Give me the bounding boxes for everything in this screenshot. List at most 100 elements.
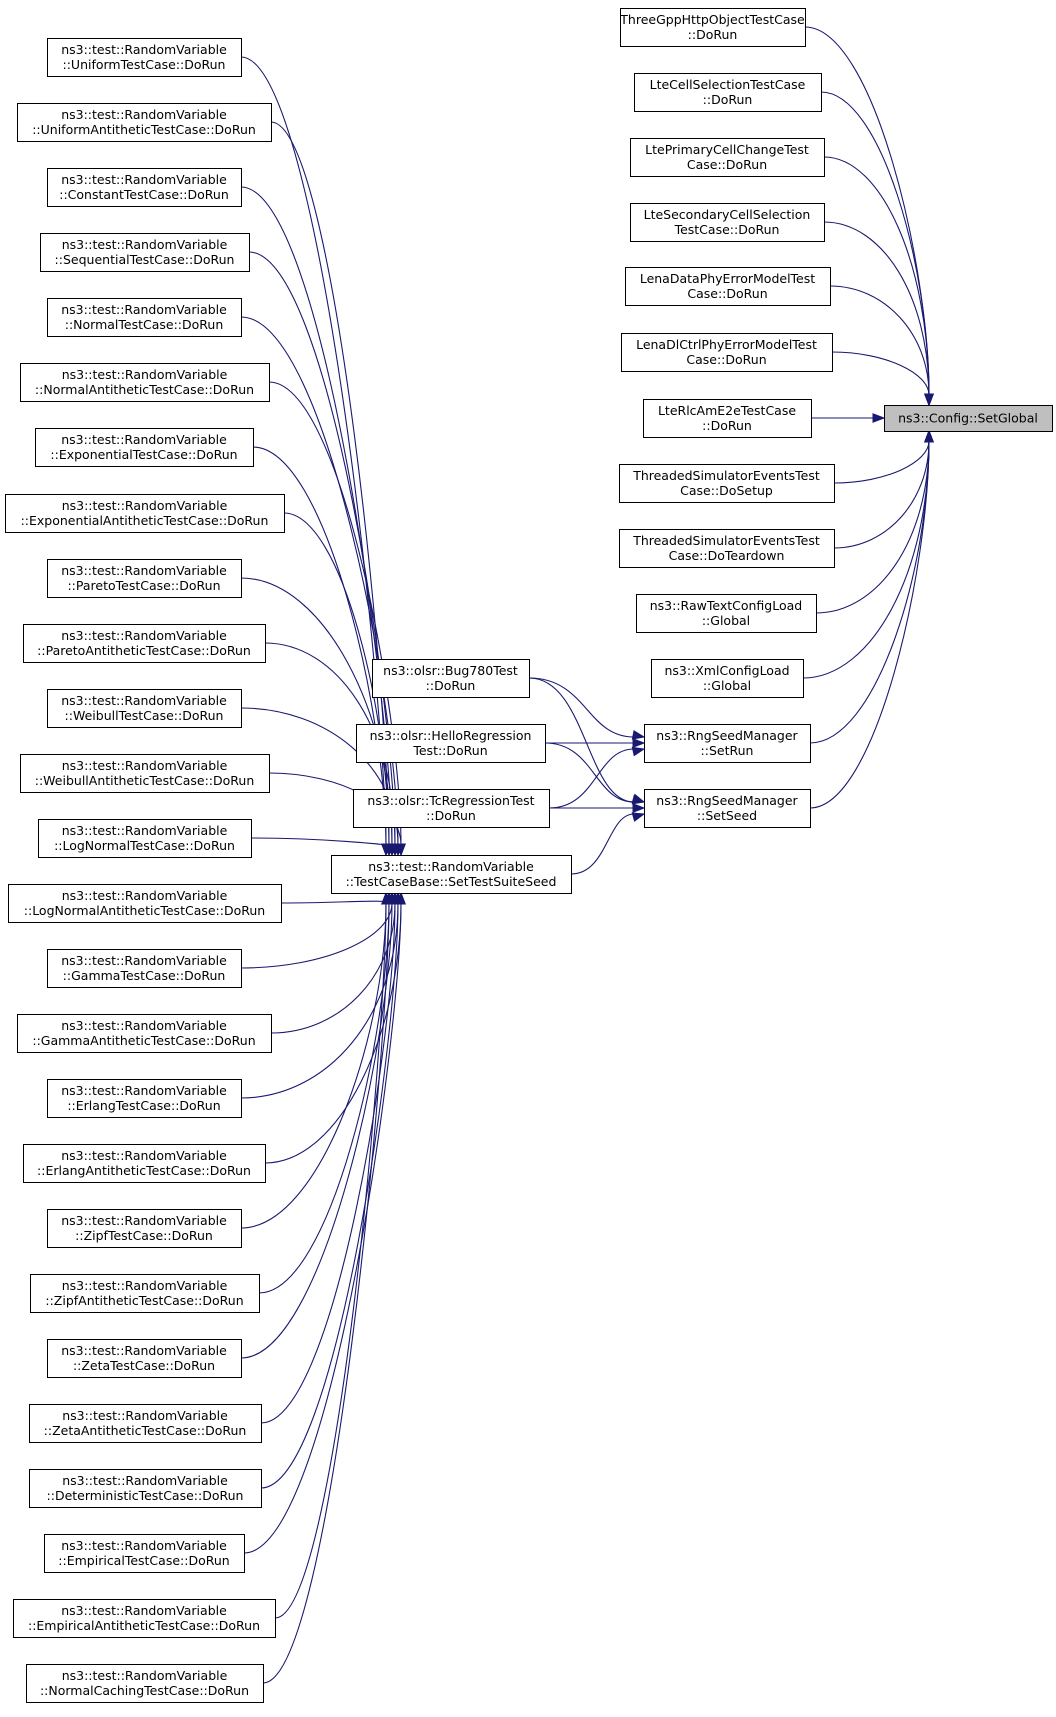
node-label-line: ::LogNormalTestCase::DoRun [54,838,235,853]
node-box [30,1274,260,1313]
edge-line [248,251,396,846]
node-box [644,789,811,828]
node-empiricalanti[interactable]: ns3::test::RandomVariable::EmpiricalAnti… [13,1599,276,1638]
node-gammaanti[interactable]: ns3::test::RandomVariable::GammaAntithet… [17,1014,272,1053]
node-exponential[interactable]: ns3::test::RandomVariable::ExponentialTe… [35,428,254,467]
node-normalcaching[interactable]: ns3::test::RandomVariable::NormalCaching… [26,1664,264,1703]
node-box [47,298,242,337]
node-label-line: ns3::olsr::Bug780Test [383,663,518,678]
edge-arrowhead [631,729,646,740]
node-threadteardown[interactable]: ThreadedSimulatorEventsTestCase::DoTeard… [619,529,835,568]
edge-ltecellsel-to-setglobal [820,91,934,407]
node-box [621,333,833,372]
node-label-line: ns3::test::RandomVariable [62,498,228,513]
edge-lognormalanti-to-suiteseed [280,891,394,905]
node-label-line: ::ExponentialAntitheticTestCase::DoRun [21,513,269,528]
edge-line [243,902,402,1554]
node-label-line: ::SetRun [701,743,754,758]
edge-normalanti-to-suiteseed [268,381,406,857]
node-deterministic[interactable]: ns3::test::RandomVariable::Deterministic… [29,1469,262,1508]
node-gamma[interactable]: ns3::test::RandomVariable::GammaTestCase… [47,949,242,988]
node-empirical[interactable]: ns3::test::RandomVariable::EmpiricalTest… [44,1534,245,1573]
edge-line [240,902,387,1229]
edge-line [280,900,390,904]
node-label-line: ::NormalCachingTestCase::DoRun [40,1683,249,1698]
node-label-line: ns3::test::RandomVariable [61,42,227,57]
node-xmlconfig[interactable]: ns3::XmlConfigLoad::Global [651,659,804,698]
node-tcreg[interactable]: ns3::olsr::TcRegressionTest::DoRun [353,789,550,828]
node-box [625,267,831,306]
node-zeta[interactable]: ns3::test::RandomVariable::ZetaTestCase:… [47,1339,242,1378]
node-box [353,789,550,828]
edge-line [831,351,930,396]
node-box [619,464,835,503]
node-label-line: LteSecondaryCellSelection [644,207,811,222]
node-uniform[interactable]: ns3::test::RandomVariable::UniformTestCa… [47,38,242,77]
node-normalanti[interactable]: ns3::test::RandomVariable::NormalAntithe… [20,363,270,402]
node-label-line: ns3::test::RandomVariable [62,758,228,773]
edge-arrowhead [924,393,934,407]
node-label-line: ::NormalAntitheticTestCase::DoRun [35,382,254,397]
node-exponentialanti[interactable]: ns3::test::RandomVariable::ExponentialAn… [5,494,285,533]
node-label-line: ns3::test::RandomVariable [61,1213,227,1228]
node-erlang[interactable]: ns3::test::RandomVariable::ErlangTestCas… [47,1079,242,1118]
node-label-line: ns3::test::RandomVariable [61,693,227,708]
node-zetaanti[interactable]: ns3::test::RandomVariable::ZetaAntitheti… [29,1404,262,1443]
node-label-line: ThreeGppHttpObjectTestCase [619,12,805,27]
node-label-line: ::EmpiricalAntitheticTestCase::DoRun [28,1618,260,1633]
node-box [630,203,825,242]
node-weibull[interactable]: ns3::test::RandomVariable::WeibullTestCa… [47,689,242,728]
edge-arrowhead [381,843,391,857]
node-ltecellsel[interactable]: LteCellSelectionTestCase::DoRun [634,73,822,112]
node-box [884,405,1053,432]
node-pareto[interactable]: ns3::test::RandomVariable::ParetoTestCas… [47,559,242,598]
node-label-line: ns3::test::RandomVariable [62,1473,228,1488]
edge-arrowhead [396,843,406,857]
edge-line [262,902,390,1684]
edge-arrowhead [872,413,886,423]
node-sequential[interactable]: ns3::test::RandomVariable::SequentialTes… [40,233,250,272]
node-setrun[interactable]: ns3::RngSeedManager::SetRun [644,724,811,763]
node-layer: ns3::Config::SetGlobal ThreeGppHttpObject… [5,8,1053,1703]
node-lognormalanti[interactable]: ns3::test::RandomVariable::LogNormalAnti… [8,884,282,923]
node-lognormal[interactable]: ns3::test::RandomVariable::LogNormalTest… [38,819,252,858]
node-rawtext[interactable]: ns3::RawTextConfigLoad::Global [636,594,817,633]
edge-line [250,837,387,846]
node-label-line: ns3::XmlConfigLoad [664,663,789,678]
node-uniformanti[interactable]: ns3::test::RandomVariable::UniformAntith… [17,103,272,142]
node-zipfanti[interactable]: ns3::test::RandomVariable::ZipfAntitheti… [30,1274,260,1313]
node-constant[interactable]: ns3::test::RandomVariable::ConstantTestC… [47,168,242,207]
node-label-line: ::UniformAntitheticTestCase::DoRun [32,122,256,137]
node-erlanganti[interactable]: ns3::test::RandomVariable::ErlangAntithe… [23,1144,266,1183]
node-box [47,689,242,728]
node-label-line: ns3::olsr::HelloRegression [370,728,532,743]
node-label-line: ns3::test::RandomVariable [61,302,227,317]
node-label-line: ns3::test::RandomVariable [62,1278,228,1293]
node-label-line: ::Global [702,613,750,628]
node-threegpp[interactable]: ThreeGppHttpObjectTestCase::DoRun [619,8,806,47]
node-zipf[interactable]: ns3::test::RandomVariable::ZipfTestCase:… [47,1209,242,1248]
node-box [356,724,546,763]
node-suiteseed[interactable]: ns3::test::RandomVariable::TestCaseBase:… [331,855,572,894]
node-setglobal[interactable]: ns3::Config::SetGlobal [884,405,1053,432]
edge-line [260,902,399,1489]
node-box [38,819,252,858]
node-box [17,103,272,142]
node-lterlc[interactable]: LteRlcAmE2eTestCase::DoRun [643,399,812,438]
node-label-line: ::NormalTestCase::DoRun [65,317,224,332]
node-weibullanti[interactable]: ns3::test::RandomVariable::WeibullAntith… [20,754,270,793]
node-box [29,1469,262,1508]
node-setseed[interactable]: ns3::RngSeedManager::SetSeed [644,789,811,828]
edge-threadteardown-to-setglobal [833,429,934,549]
node-paretoanti[interactable]: ns3::test::RandomVariable::ParetoAntithe… [23,624,266,663]
node-label-line: ns3::test::RandomVariable [61,563,227,578]
edge-line [815,440,930,614]
node-bug780[interactable]: ns3::olsr::Bug780Test::DoRun [372,659,530,698]
node-normal[interactable]: ns3::test::RandomVariable::NormalTestCas… [47,298,242,337]
